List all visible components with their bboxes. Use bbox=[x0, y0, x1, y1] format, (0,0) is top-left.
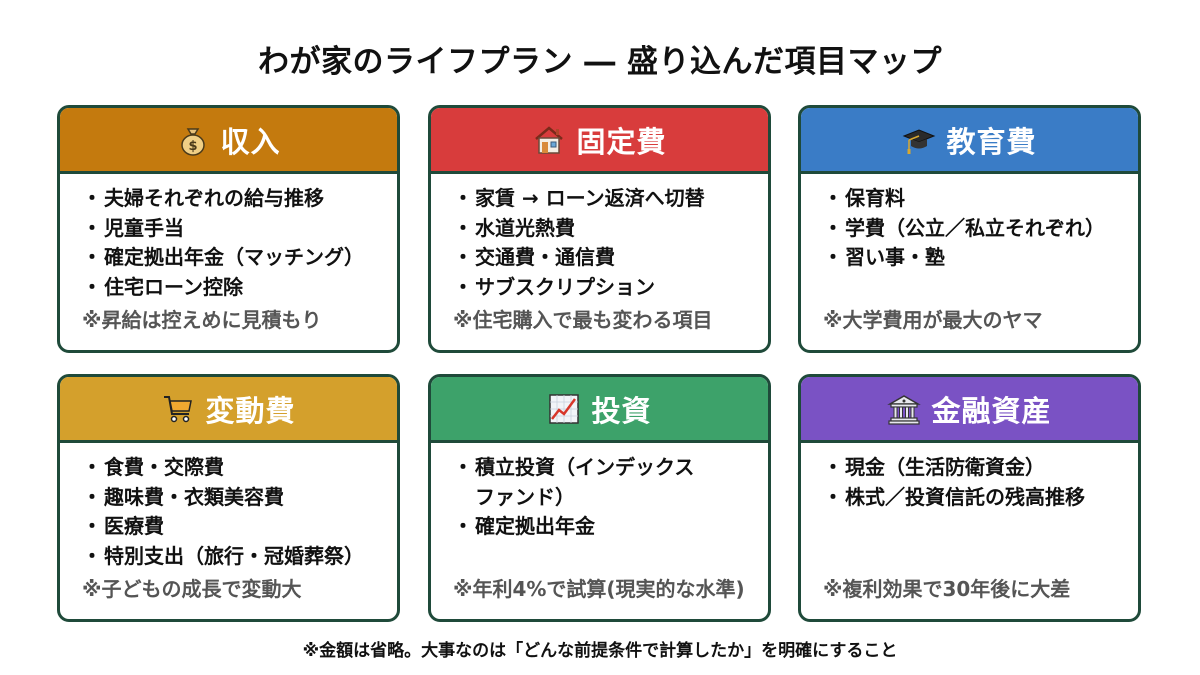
list-item: ・趣味費・衣類美容費 bbox=[82, 484, 284, 509]
card-income: $ 収入 ・夫婦それぞれの給与推移 ・児童手当 ・確定拠出年金（マッチング） ・… bbox=[57, 105, 400, 353]
list-item: ・交通費・通信費 bbox=[453, 245, 615, 269]
card-header-investment: 投資 bbox=[431, 377, 768, 443]
list-item: ・医療費 bbox=[82, 514, 164, 538]
card-header-education: 教育費 bbox=[801, 108, 1138, 174]
shopping-cart-icon bbox=[164, 395, 193, 422]
card-financial-assets: 金融資産 ・現金（生活防衛資金） ・株式／投資信託の残高推移 ※複利効果で30年… bbox=[798, 374, 1141, 622]
card-body-financial-assets: ・現金（生活防衛資金） ・株式／投資信託の残高推移 ※複利効果で30年後に大差 bbox=[801, 443, 1138, 619]
bank-icon bbox=[887, 394, 922, 425]
card-education: 教育費 ・保育料 ・学費（公立／私立それぞれ） ・習い事・塾 ※大学費用が最大の… bbox=[798, 105, 1141, 353]
list-item: ・学費（公立／私立それぞれ） bbox=[823, 215, 1105, 240]
card-title-fixed-costs: 固定費 bbox=[576, 124, 667, 159]
item-list-variable-costs: ・食費・交際費 ・趣味費・衣類美容費 ・医療費 ・特別支出（旅行・冠婚葬祭） bbox=[82, 453, 397, 571]
list-item: ・株式／投資信託の残高推移 bbox=[823, 484, 1085, 509]
card-note-education: ※大学費用が最大のヤマ bbox=[823, 308, 1043, 332]
graduation-cap-icon bbox=[903, 128, 936, 154]
card-note-income: ※昇給は控えめに見積もり bbox=[82, 308, 322, 332]
card-note-investment: ※年利4%で試算(現実的な水準) bbox=[453, 577, 745, 601]
svg-text:$: $ bbox=[189, 139, 198, 154]
card-title-investment: 投資 bbox=[591, 393, 652, 428]
list-item: ・積立投資（インデックス bbox=[453, 455, 695, 479]
card-body-education: ・保育料 ・学費（公立／私立それぞれ） ・習い事・塾 ※大学費用が最大のヤマ bbox=[801, 174, 1138, 350]
card-investment: 投資 ・積立投資（インデックス ファンド） ・確定拠出年金 ※年利4%で試算(現… bbox=[428, 374, 771, 622]
list-item: ・現金（生活防衛資金） bbox=[823, 455, 1045, 479]
list-item: ・家賃 → ローン返済へ切替 bbox=[453, 186, 705, 210]
list-item: ・夫婦それぞれの給与推移 bbox=[82, 186, 324, 210]
card-body-fixed-costs: ・家賃 → ローン返済へ切替 ・水道光熱費 ・交通費・通信費 ・サブスクリプショ… bbox=[431, 174, 768, 350]
footer-note: ※金額は省略。大事なのは「どんな前提条件で計算したか」を明確にすること bbox=[302, 641, 898, 661]
list-item: ・児童手当 bbox=[82, 215, 184, 240]
card-header-variable-costs: 変動費 bbox=[60, 377, 397, 443]
list-item: ・特別支出（旅行・冠婚葬祭） bbox=[82, 543, 364, 568]
list-item: ・確定拠出年金（マッチング） bbox=[82, 245, 364, 269]
card-title-income: 収入 bbox=[220, 124, 281, 159]
list-item: ・水道光熱費 bbox=[453, 215, 575, 240]
item-list-financial-assets: ・現金（生活防衛資金） ・株式／投資信託の残高推移 bbox=[823, 453, 1138, 512]
card-body-income: ・夫婦それぞれの給与推移 ・児童手当 ・確定拠出年金（マッチング） ・住宅ローン… bbox=[60, 174, 397, 350]
card-body-investment: ・積立投資（インデックス ファンド） ・確定拠出年金 ※年利4%で試算(現実的な… bbox=[431, 443, 768, 619]
card-variable-costs: 変動費 ・食費・交際費 ・趣味費・衣類美容費 ・医療費 ・特別支出（旅行・冠婚葬… bbox=[57, 374, 400, 622]
chart-increasing-icon bbox=[549, 393, 580, 424]
card-note-financial-assets: ※複利効果で30年後に大差 bbox=[823, 577, 1071, 601]
card-header-fixed-costs: 固定費 bbox=[431, 108, 768, 174]
item-list-education: ・保育料 ・学費（公立／私立それぞれ） ・習い事・塾 bbox=[823, 184, 1138, 273]
list-item: ・食費・交際費 bbox=[82, 455, 224, 479]
house-icon bbox=[535, 125, 564, 154]
list-item: ・住宅ローン控除 bbox=[82, 274, 243, 299]
card-body-variable-costs: ・食費・交際費 ・趣味費・衣類美容費 ・医療費 ・特別支出（旅行・冠婚葬祭） ※… bbox=[60, 443, 397, 619]
card-title-financial-assets: 金融資産 bbox=[931, 393, 1052, 428]
page-title: わが家のライフプラン ― 盛り込んだ項目マップ bbox=[257, 44, 943, 80]
item-list-income: ・夫婦それぞれの給与推移 ・児童手当 ・確定拠出年金（マッチング） ・住宅ローン… bbox=[82, 184, 397, 302]
card-note-variable-costs: ※子どもの成長で変動大 bbox=[82, 577, 302, 601]
list-item: ・習い事・塾 bbox=[823, 245, 945, 269]
list-item: ・確定拠出年金 bbox=[453, 514, 595, 538]
card-note-fixed-costs: ※住宅購入で最も変わる項目 bbox=[453, 308, 713, 332]
card-fixed-costs: 固定費 ・家賃 → ローン返済へ切替 ・水道光熱費 ・交通費・通信費 ・サブスク… bbox=[428, 105, 771, 353]
card-title-variable-costs: 変動費 bbox=[205, 393, 296, 428]
card-title-education: 教育費 bbox=[946, 124, 1037, 159]
card-header-financial-assets: 金融資産 bbox=[801, 377, 1138, 443]
list-item-continuation: ファンド） bbox=[475, 484, 575, 509]
list-item: ・サブスクリプション bbox=[453, 274, 655, 299]
money-bag-icon: $ bbox=[181, 127, 206, 156]
item-list-investment: ・積立投資（インデックス ファンド） ・確定拠出年金 bbox=[453, 453, 768, 542]
card-header-income: $ 収入 bbox=[60, 108, 397, 174]
list-item: ・保育料 bbox=[823, 186, 905, 210]
item-list-fixed-costs: ・家賃 → ローン返済へ切替 ・水道光熱費 ・交通費・通信費 ・サブスクリプショ… bbox=[453, 184, 768, 302]
